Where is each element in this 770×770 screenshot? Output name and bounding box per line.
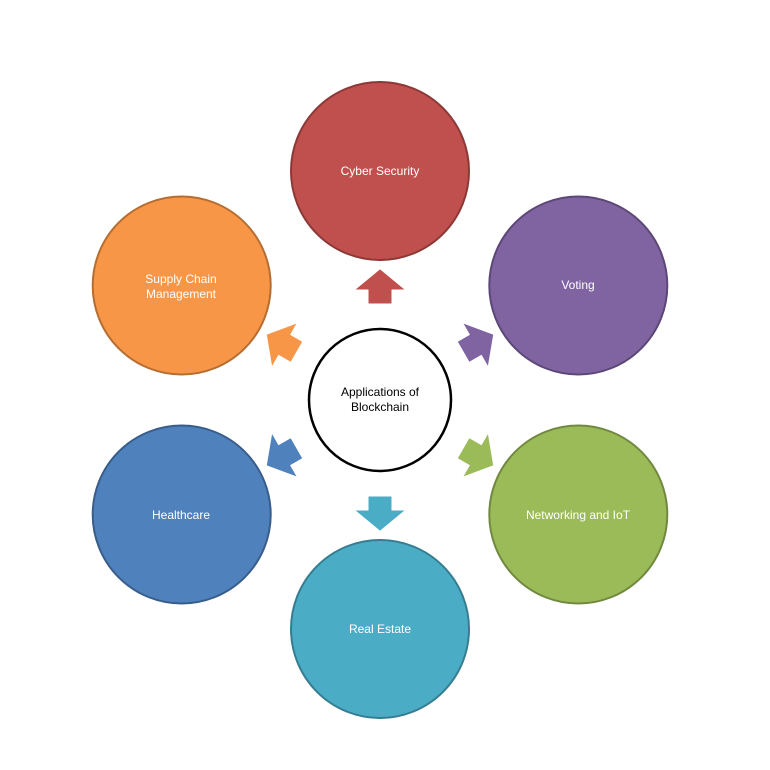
node-circle-healthcare [91, 424, 272, 605]
arrow-healthcare [266, 434, 303, 477]
arrow-networking-and-iot [457, 434, 494, 477]
node-circle-voting [488, 195, 669, 376]
node-circle-networking-and-iot [488, 424, 669, 605]
arrows-group [266, 269, 494, 531]
arrow-real-estate [355, 496, 405, 531]
arrow-supply-chain-management [266, 323, 303, 366]
node-circle-supply-chain-management [91, 195, 272, 376]
arrow-voting [457, 323, 494, 366]
center-circle [307, 327, 453, 473]
arrow-cyber-security [355, 269, 405, 304]
circles-group [91, 81, 669, 719]
node-circle-real-estate [290, 539, 470, 719]
node-circle-cyber-security [290, 81, 470, 261]
